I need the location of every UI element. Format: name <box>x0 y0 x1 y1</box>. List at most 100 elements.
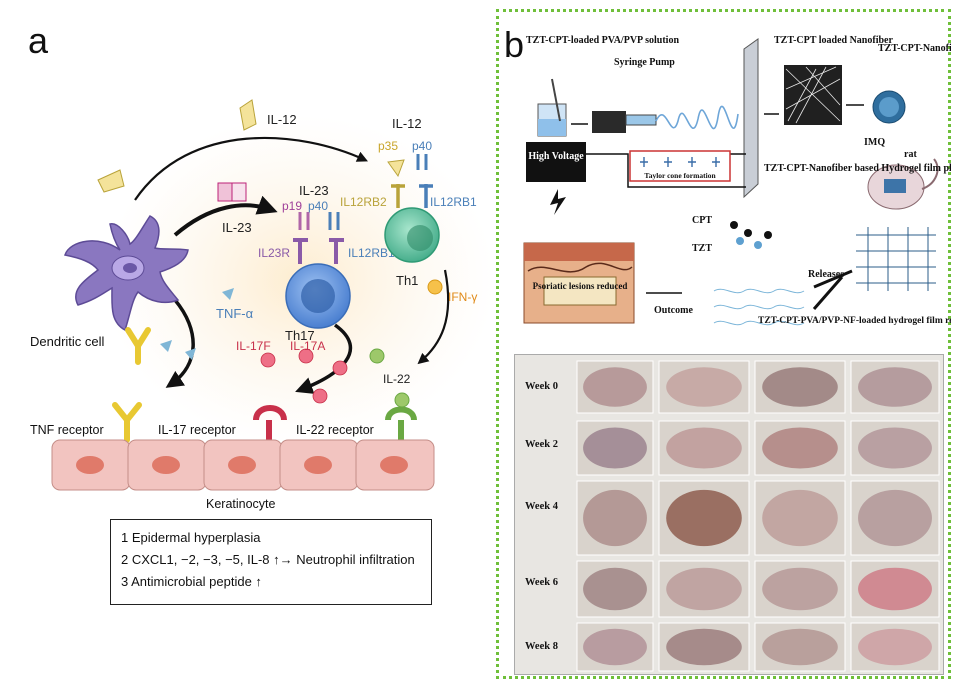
rat-icon <box>867 158 939 210</box>
panel-b-diagram: TZT-CPT-loaded PVA/PVP solution Syringe … <box>523 35 951 326</box>
skin-lesion <box>858 367 932 407</box>
il12-label: IL-12 <box>392 116 422 131</box>
il12rb1-b-label: IL12RB1 <box>348 246 395 260</box>
p19-label: p19 <box>282 199 302 213</box>
skin-lesion <box>858 628 932 666</box>
il12rb2-label: IL12RB2 <box>340 195 387 209</box>
th1-cell <box>384 154 440 263</box>
skin-lesion <box>858 427 932 469</box>
cpt-label: CPT <box>692 215 712 226</box>
high-voltage-label: High Voltage <box>528 151 584 162</box>
skin-lesion <box>583 489 647 547</box>
p35-label: p35 <box>378 139 398 153</box>
panel-letter-b: b <box>504 24 525 65</box>
outcome-list: 1 Epidermal hyperplasia 2 CXCL1, −2, −3,… <box>110 519 432 605</box>
panel-letter-a: a <box>28 20 49 61</box>
high-voltage-box <box>526 142 586 182</box>
il23-label: IL-23 <box>299 183 329 198</box>
collector-plate <box>743 38 759 199</box>
hydrogel-network-icon <box>856 227 936 291</box>
ifn-gamma-dot <box>427 279 443 295</box>
skin-lesion <box>762 427 838 469</box>
panel-a-diagram: IL-12 IL-23 Dendritic cell TNF-α IL23R I… <box>30 99 495 511</box>
il17a-label: IL-17A <box>290 339 325 353</box>
outcome-label: Outcome <box>654 305 693 316</box>
skin-lesion <box>666 427 742 469</box>
loaded-nanofiber-label: TZT-CPT loaded Nanofiber <box>774 35 893 46</box>
week-label: Week 2 <box>525 439 558 450</box>
arrow-ifn <box>417 269 450 365</box>
tnf-receptor-label: TNF receptor <box>30 423 104 437</box>
p40-a-label: p40 <box>412 139 432 153</box>
drug-particles <box>730 221 772 249</box>
skin-lesion <box>858 489 932 547</box>
il23-cytokine-icon <box>217 182 247 202</box>
release-pattern-icon <box>713 288 805 326</box>
placed-label: TZT-CPT-Nanofiber based Hydrogel film pl… <box>764 163 951 174</box>
il23r-label: IL23R <box>258 246 290 260</box>
il12-cytokine-icon <box>97 99 257 193</box>
week-label: Week 6 <box>525 577 558 588</box>
syringe-pump-icon <box>592 111 657 133</box>
arrow-dc-to-tnf <box>165 298 195 388</box>
il17-receptor-label: IL-17 receptor <box>158 423 236 437</box>
week-label: Week 0 <box>525 381 558 392</box>
il12-top-label: IL-12 <box>267 112 297 127</box>
skin-lesion <box>666 367 742 407</box>
taylor-cone-box <box>629 150 731 182</box>
skin-lesion <box>666 567 742 611</box>
th17-cell <box>285 212 351 329</box>
skin-lesion <box>583 367 647 407</box>
tzt-label: TZT <box>692 243 712 254</box>
il12rb1-a-label: IL12RB1 <box>430 195 477 209</box>
outcome-item: 3 Antimicrobial peptide ↑ <box>121 574 262 589</box>
skin-lesion <box>762 628 838 666</box>
dc-tnf-receptor-icon <box>125 327 151 365</box>
skin-lesion <box>762 489 838 547</box>
skin-lesion <box>858 567 932 611</box>
imq-label: IMQ <box>864 137 885 148</box>
il22-receptor-icon <box>385 406 417 440</box>
beaker-icon <box>537 78 567 137</box>
skin-photos <box>576 360 940 672</box>
arrow-dc-to-th1 <box>134 136 368 201</box>
taylor-cone-label: Taylor cone formation <box>644 171 716 180</box>
psoriatic-box <box>543 276 617 306</box>
il22-receptor-label: IL-22 receptor <box>296 423 374 437</box>
th17-label: Th17 <box>285 328 315 343</box>
dendritic-cell <box>64 215 189 332</box>
outcome-item: 1 Epidermal hyperplasia <box>121 530 261 545</box>
th1-label: Th1 <box>396 273 418 288</box>
il23-arrow-label: IL-23 <box>222 220 252 235</box>
nanofiber-image <box>784 65 842 125</box>
releases-arrows <box>812 269 853 310</box>
skin-lesion <box>583 628 647 666</box>
il22-label: IL-22 <box>383 372 411 386</box>
lightning-icon <box>550 189 566 215</box>
psoriatic-label: Psoriatic lesions reduced <box>533 281 628 291</box>
keratinocyte-label: Keratinocyte <box>206 497 276 511</box>
skin-lesion <box>762 567 838 611</box>
week-label: Week 8 <box>525 641 558 652</box>
skin-lesion <box>666 628 742 666</box>
il17-receptor-icon <box>253 405 287 440</box>
week-label: Week 4 <box>525 501 558 512</box>
skin-lesion <box>583 567 647 611</box>
ifn-gamma-label: IFN-γ <box>448 290 477 304</box>
il17-dots <box>260 348 348 404</box>
panel-b-frame <box>496 9 951 679</box>
outcome-item: 2 CXCL1, −2, −3, −5, IL-8 ↑→ Neutrophil … <box>121 552 415 567</box>
skin-lesion <box>583 427 647 469</box>
solution-label: TZT-CPT-loaded PVA/PVP solution <box>526 35 679 46</box>
arrow-dc-to-th17 <box>173 195 278 237</box>
rat-label: rat <box>904 149 917 160</box>
syringe-pump-label: Syringe Pump <box>614 57 675 68</box>
dendritic-cell-label: Dendritic cell <box>30 334 105 349</box>
electrospinning-jet <box>655 105 739 130</box>
tnf-alpha-label: TNF-α <box>216 306 254 321</box>
p40-b-label: p40 <box>308 199 328 213</box>
release-pattern-label: TZT-CPT-PVA/PVP-NF-loaded hydrogel film … <box>758 316 951 326</box>
tnf-alpha-triangles <box>160 288 234 360</box>
week-photo-grid: Week 0 Week 2 Week 4 Week 6 Week 8 <box>514 354 944 675</box>
releases-label: Releases <box>808 269 844 280</box>
